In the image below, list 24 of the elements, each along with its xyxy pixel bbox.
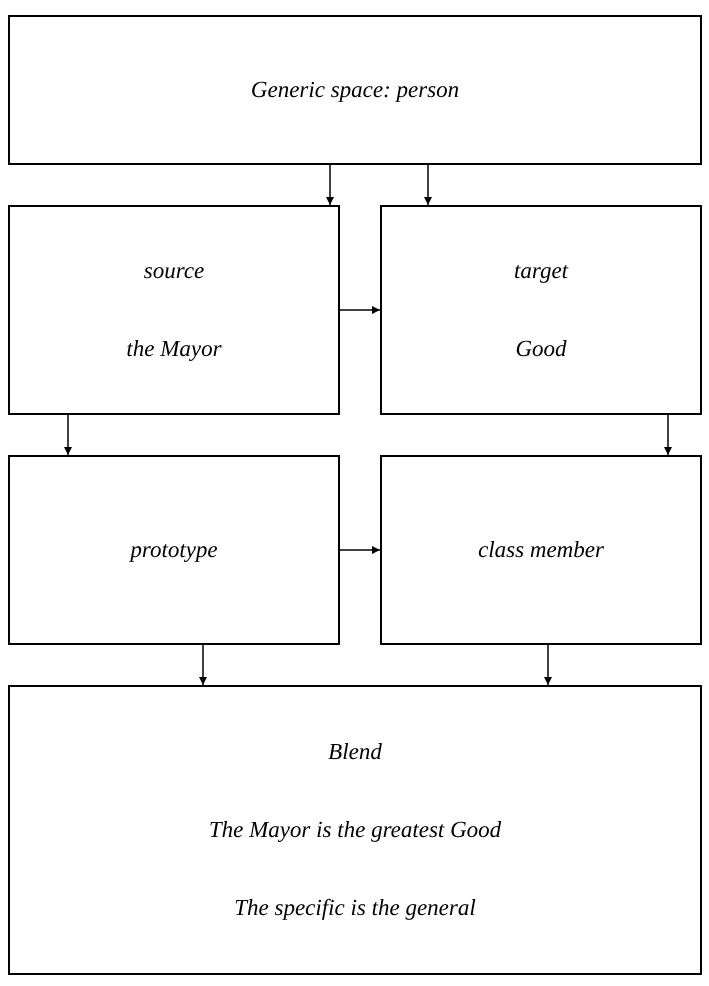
space-panel — [8, 685, 702, 975]
space-label: prototype — [130, 537, 218, 563]
space-label: class member — [478, 537, 604, 563]
arrow — [340, 546, 380, 554]
space-label: Good — [515, 336, 567, 362]
space-label: The Mayor is the greatest Good — [208, 817, 502, 843]
arrow — [326, 165, 334, 205]
space-label: The specific is the general — [234, 895, 476, 921]
space-label: Blend — [328, 739, 382, 765]
space-panel — [8, 455, 340, 645]
space-panel — [8, 205, 340, 415]
arrow — [199, 645, 207, 685]
space-label: source — [144, 258, 204, 284]
arrow — [340, 306, 380, 314]
arrow — [424, 165, 432, 205]
arrow — [544, 645, 552, 685]
space-panel — [380, 205, 702, 415]
space-label: the Mayor — [126, 336, 222, 362]
space-label: Generic space: person — [250, 77, 460, 103]
arrow — [64, 415, 72, 455]
space-panel — [380, 455, 702, 645]
arrow — [664, 415, 672, 455]
space-panel — [8, 15, 702, 165]
space-label: target — [514, 258, 568, 284]
